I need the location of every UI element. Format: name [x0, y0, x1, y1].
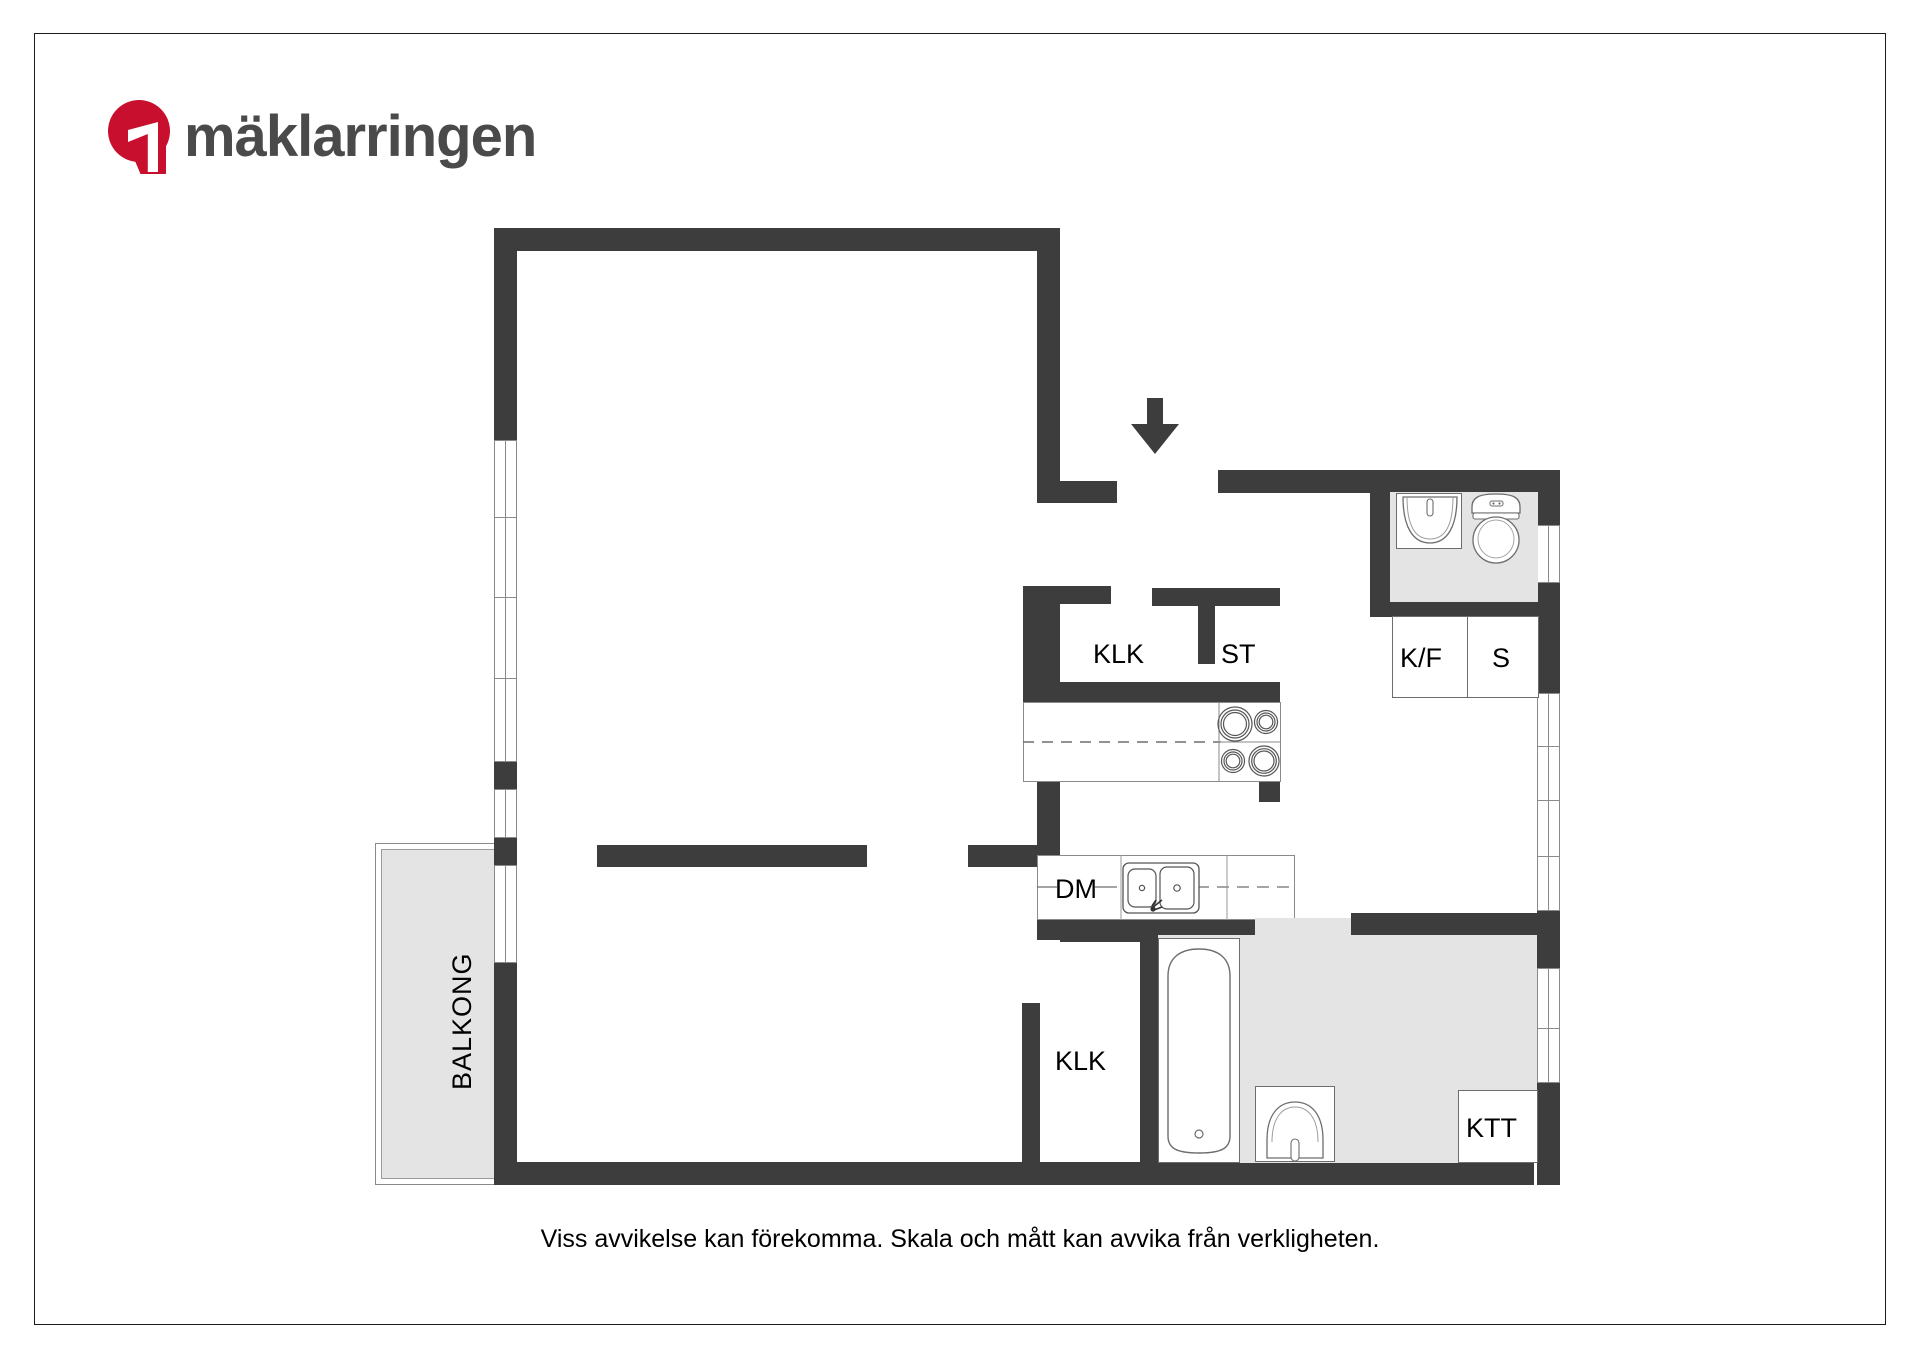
washbasin-icon	[1402, 496, 1458, 544]
maklarringen-pin-logo-icon	[108, 100, 170, 174]
window-right-1-mullion	[1548, 525, 1549, 583]
window-right-div-d	[1537, 1028, 1560, 1029]
kitchen-counter-lower-lines	[1037, 855, 1295, 920]
exterior-wall-bottom	[494, 1162, 1534, 1185]
s-cabinet	[1467, 616, 1539, 698]
exterior-wall-left-mullion-1	[494, 762, 517, 789]
interior-wall-hall-left	[1037, 481, 1117, 503]
bathroom-floor-notch	[1255, 918, 1351, 938]
window-left-2-mullion	[505, 789, 506, 838]
interior-wall-klk-lower-right	[1140, 935, 1158, 1163]
interior-wall-klk-lower-left	[1022, 1003, 1040, 1163]
interior-wall-partition-stub	[597, 845, 867, 867]
interior-wall-partition-stub-right	[968, 845, 1040, 867]
window-right-div-a	[1537, 746, 1560, 747]
exterior-wall-top	[494, 228, 1060, 251]
interior-wall-st-left	[1198, 588, 1215, 664]
room-label-balkong: BALKONG	[447, 952, 477, 1090]
toilet-icon	[1471, 493, 1521, 564]
room-label-kf: K/F	[1400, 643, 1443, 673]
interior-wall-st-top	[1152, 588, 1280, 606]
disclaimer-note: Viss avvikelse kan förekomma. Skala och …	[540, 1225, 1380, 1253]
exterior-wall-right-b	[1537, 583, 1560, 693]
room-label-s: S	[1492, 643, 1511, 673]
room-label-dm: DM	[1055, 874, 1097, 904]
window-left-div-b	[494, 597, 517, 598]
interior-wall-bath-top-right	[1351, 913, 1541, 935]
exterior-wall-left-mullion-2	[494, 838, 517, 865]
brand-name: mäklarringen	[184, 104, 537, 169]
window-right-3-mullion	[1548, 968, 1549, 1083]
room-label-klk-bottom: KLK	[1055, 1046, 1107, 1076]
room-label-klk-top: KLK	[1093, 639, 1145, 669]
exterior-wall-right-d	[1537, 1083, 1560, 1185]
exterior-wall-right-c	[1537, 911, 1560, 968]
window-left-div-c	[494, 678, 517, 679]
kf-cabinet	[1392, 616, 1468, 698]
interior-wall-klk-top	[1023, 586, 1111, 604]
double-sink-icon	[1122, 862, 1200, 914]
interior-wall-klk-bottom	[1023, 682, 1280, 702]
interior-wall-kf-top	[1370, 600, 1540, 617]
exterior-wall-right-a	[1537, 470, 1560, 525]
window-left-div-a	[494, 517, 517, 518]
kitchen-counter-dashes	[1023, 702, 1281, 782]
exterior-wall-left-lower	[494, 963, 517, 1185]
window-right-div-c	[1537, 856, 1560, 857]
window-right-2-mullion	[1548, 693, 1549, 911]
ktt-cabinet	[1458, 1090, 1538, 1163]
bath-washbasin-icon	[1266, 1101, 1324, 1162]
balcony-floor	[381, 849, 510, 1179]
entrance-arrow-icon	[1131, 398, 1179, 454]
interior-wall-living-right	[1037, 228, 1060, 481]
exterior-wall-left-upper	[494, 228, 517, 440]
interior-wall-wc-left	[1370, 470, 1390, 600]
window-right-div-b	[1537, 800, 1560, 801]
room-label-ktt: KTT	[1466, 1113, 1517, 1143]
interior-wall-kitchen-lower	[1037, 918, 1295, 940]
room-label-st-visible: ST	[1221, 639, 1256, 669]
cooktop-icon	[1217, 706, 1280, 777]
window-left-3-mullion	[505, 865, 506, 963]
interior-wall-klk-left	[1023, 586, 1045, 706]
window-left-1-mullion	[505, 440, 506, 762]
brand-logo: mäklarringen	[108, 100, 537, 174]
bathtub-icon	[1167, 948, 1231, 1154]
